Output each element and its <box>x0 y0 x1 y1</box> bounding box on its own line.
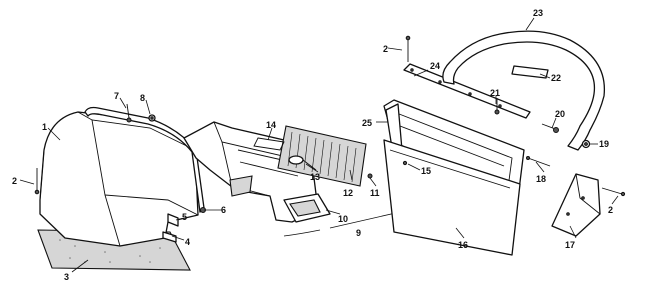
callout-22: 22 <box>551 73 561 83</box>
fastener-11-part <box>367 173 373 179</box>
stud-left-part <box>34 168 40 195</box>
hood-fastener-part <box>126 103 156 123</box>
callout-2-left: 2 <box>12 176 17 186</box>
fastener-21-part <box>494 98 500 115</box>
gauge-lens-part <box>253 137 317 171</box>
callout-18: 18 <box>536 174 546 184</box>
callout-2-right: 2 <box>608 205 613 215</box>
callout-1: 1 <box>42 122 47 132</box>
stud-18-part <box>526 156 551 167</box>
hood-bracket-part <box>162 213 179 243</box>
top-rail-part <box>403 63 531 119</box>
callout-3: 3 <box>64 272 69 282</box>
callout-8: 8 <box>140 93 145 103</box>
callout-9: 9 <box>356 228 361 238</box>
callout-6: 6 <box>221 205 226 215</box>
gauge-bezel-part <box>277 125 367 187</box>
handle-bar-part <box>442 30 606 151</box>
fastener-15-part <box>402 160 408 166</box>
callout-21: 21 <box>490 88 500 98</box>
bracket-17-part <box>551 173 601 237</box>
callout-10: 10 <box>338 214 348 224</box>
callout-17: 17 <box>565 240 575 250</box>
callout-25: 25 <box>362 118 372 128</box>
callout-13: 13 <box>310 172 320 182</box>
fastener-19-part <box>581 139 591 149</box>
leader-lines <box>19 17 619 273</box>
callout-11: 11 <box>370 188 380 198</box>
callout-24: 24 <box>430 61 440 71</box>
callout-labels: 1 2 2 2 3 4 5 6 7 8 9 10 11 12 13 14 15 … <box>12 8 613 282</box>
callout-20: 20 <box>555 109 565 119</box>
fastener-20-part <box>541 123 559 133</box>
stud-right-part <box>601 187 626 197</box>
callout-5: 5 <box>182 212 187 222</box>
callout-23: 23 <box>533 8 543 18</box>
stud-top-part <box>405 35 411 62</box>
callout-7: 7 <box>114 91 119 101</box>
callout-2-top: 2 <box>383 44 388 54</box>
callout-12: 12 <box>343 188 353 198</box>
callout-19: 19 <box>599 139 609 149</box>
callout-14: 14 <box>266 120 276 130</box>
decal-22-part <box>511 65 549 79</box>
callout-16: 16 <box>458 240 468 250</box>
bracket-10-part <box>283 193 331 223</box>
callout-4: 4 <box>185 237 190 247</box>
callout-15: 15 <box>421 166 431 176</box>
hood-trim-part <box>84 106 206 213</box>
